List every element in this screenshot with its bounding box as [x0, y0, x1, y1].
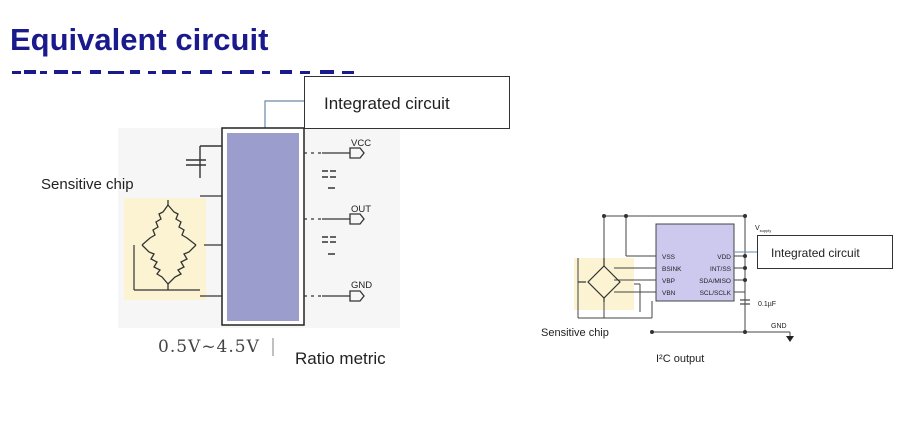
- ground-arrow-icon: [786, 336, 794, 342]
- left-chip-body: [227, 133, 299, 321]
- page-title: Equivalent circuit: [10, 22, 269, 57]
- gnd-pin-icon: [349, 290, 365, 302]
- chip-pin-bsink: BSINK: [662, 266, 682, 273]
- left-integrated-circuit-callout: Integrated circuit: [304, 76, 510, 129]
- i2c-output-label: I²C output: [656, 353, 705, 365]
- chip-pin-vss: VSS: [662, 254, 676, 261]
- right-capacitor: [740, 299, 750, 305]
- right-junction-dots: [602, 214, 747, 334]
- cap-value-label: 0.1µF: [758, 301, 776, 308]
- right-resistor-bridge: [578, 258, 621, 302]
- supply-label: Vsupply: [755, 225, 771, 233]
- chip-pin-scl-sclk: SCL/SCLK: [700, 290, 732, 297]
- supply-label-sub: supply: [760, 228, 772, 233]
- pin-label-vcc: VCC: [351, 138, 371, 149]
- ratio-metric-label: Ratio metric: [295, 349, 386, 368]
- supply-label-main: V: [755, 225, 760, 232]
- left-resistor-bridge: [141, 200, 197, 290]
- gnd-label: GND: [771, 323, 787, 330]
- left-output-pins: [304, 147, 365, 302]
- chip-pin-sda-miso: SDA/MISO: [699, 278, 731, 285]
- right-integrated-circuit-callout: Integrated circuit: [757, 235, 893, 269]
- left-capacitor: [186, 145, 222, 178]
- chip-pin-vbp: VBP: [662, 278, 675, 285]
- out-pin-icon: [349, 213, 365, 225]
- pin-label-out: OUT: [351, 204, 371, 215]
- pin-label-gnd: GND: [351, 280, 372, 291]
- voltage-range-label: 0.5V~4.5V: [158, 337, 260, 357]
- right-chip-body: [655, 223, 735, 302]
- left-sensitive-chip-label: Sensitive chip: [41, 176, 134, 193]
- subtitle-remnant: [12, 70, 354, 74]
- chip-pin-int-ss: INT/SS: [710, 266, 732, 273]
- vcc-pin-icon: [349, 147, 365, 159]
- left-pin-dashes: [322, 170, 336, 255]
- left-bridge-wiring: [133, 195, 222, 297]
- chip-pin-vdd: VDD: [717, 254, 731, 261]
- right-sensitive-chip-label: Sensitive chip: [541, 327, 609, 339]
- chip-pin-vbn: VBN: [662, 290, 676, 297]
- left-callout-leader: [264, 100, 304, 128]
